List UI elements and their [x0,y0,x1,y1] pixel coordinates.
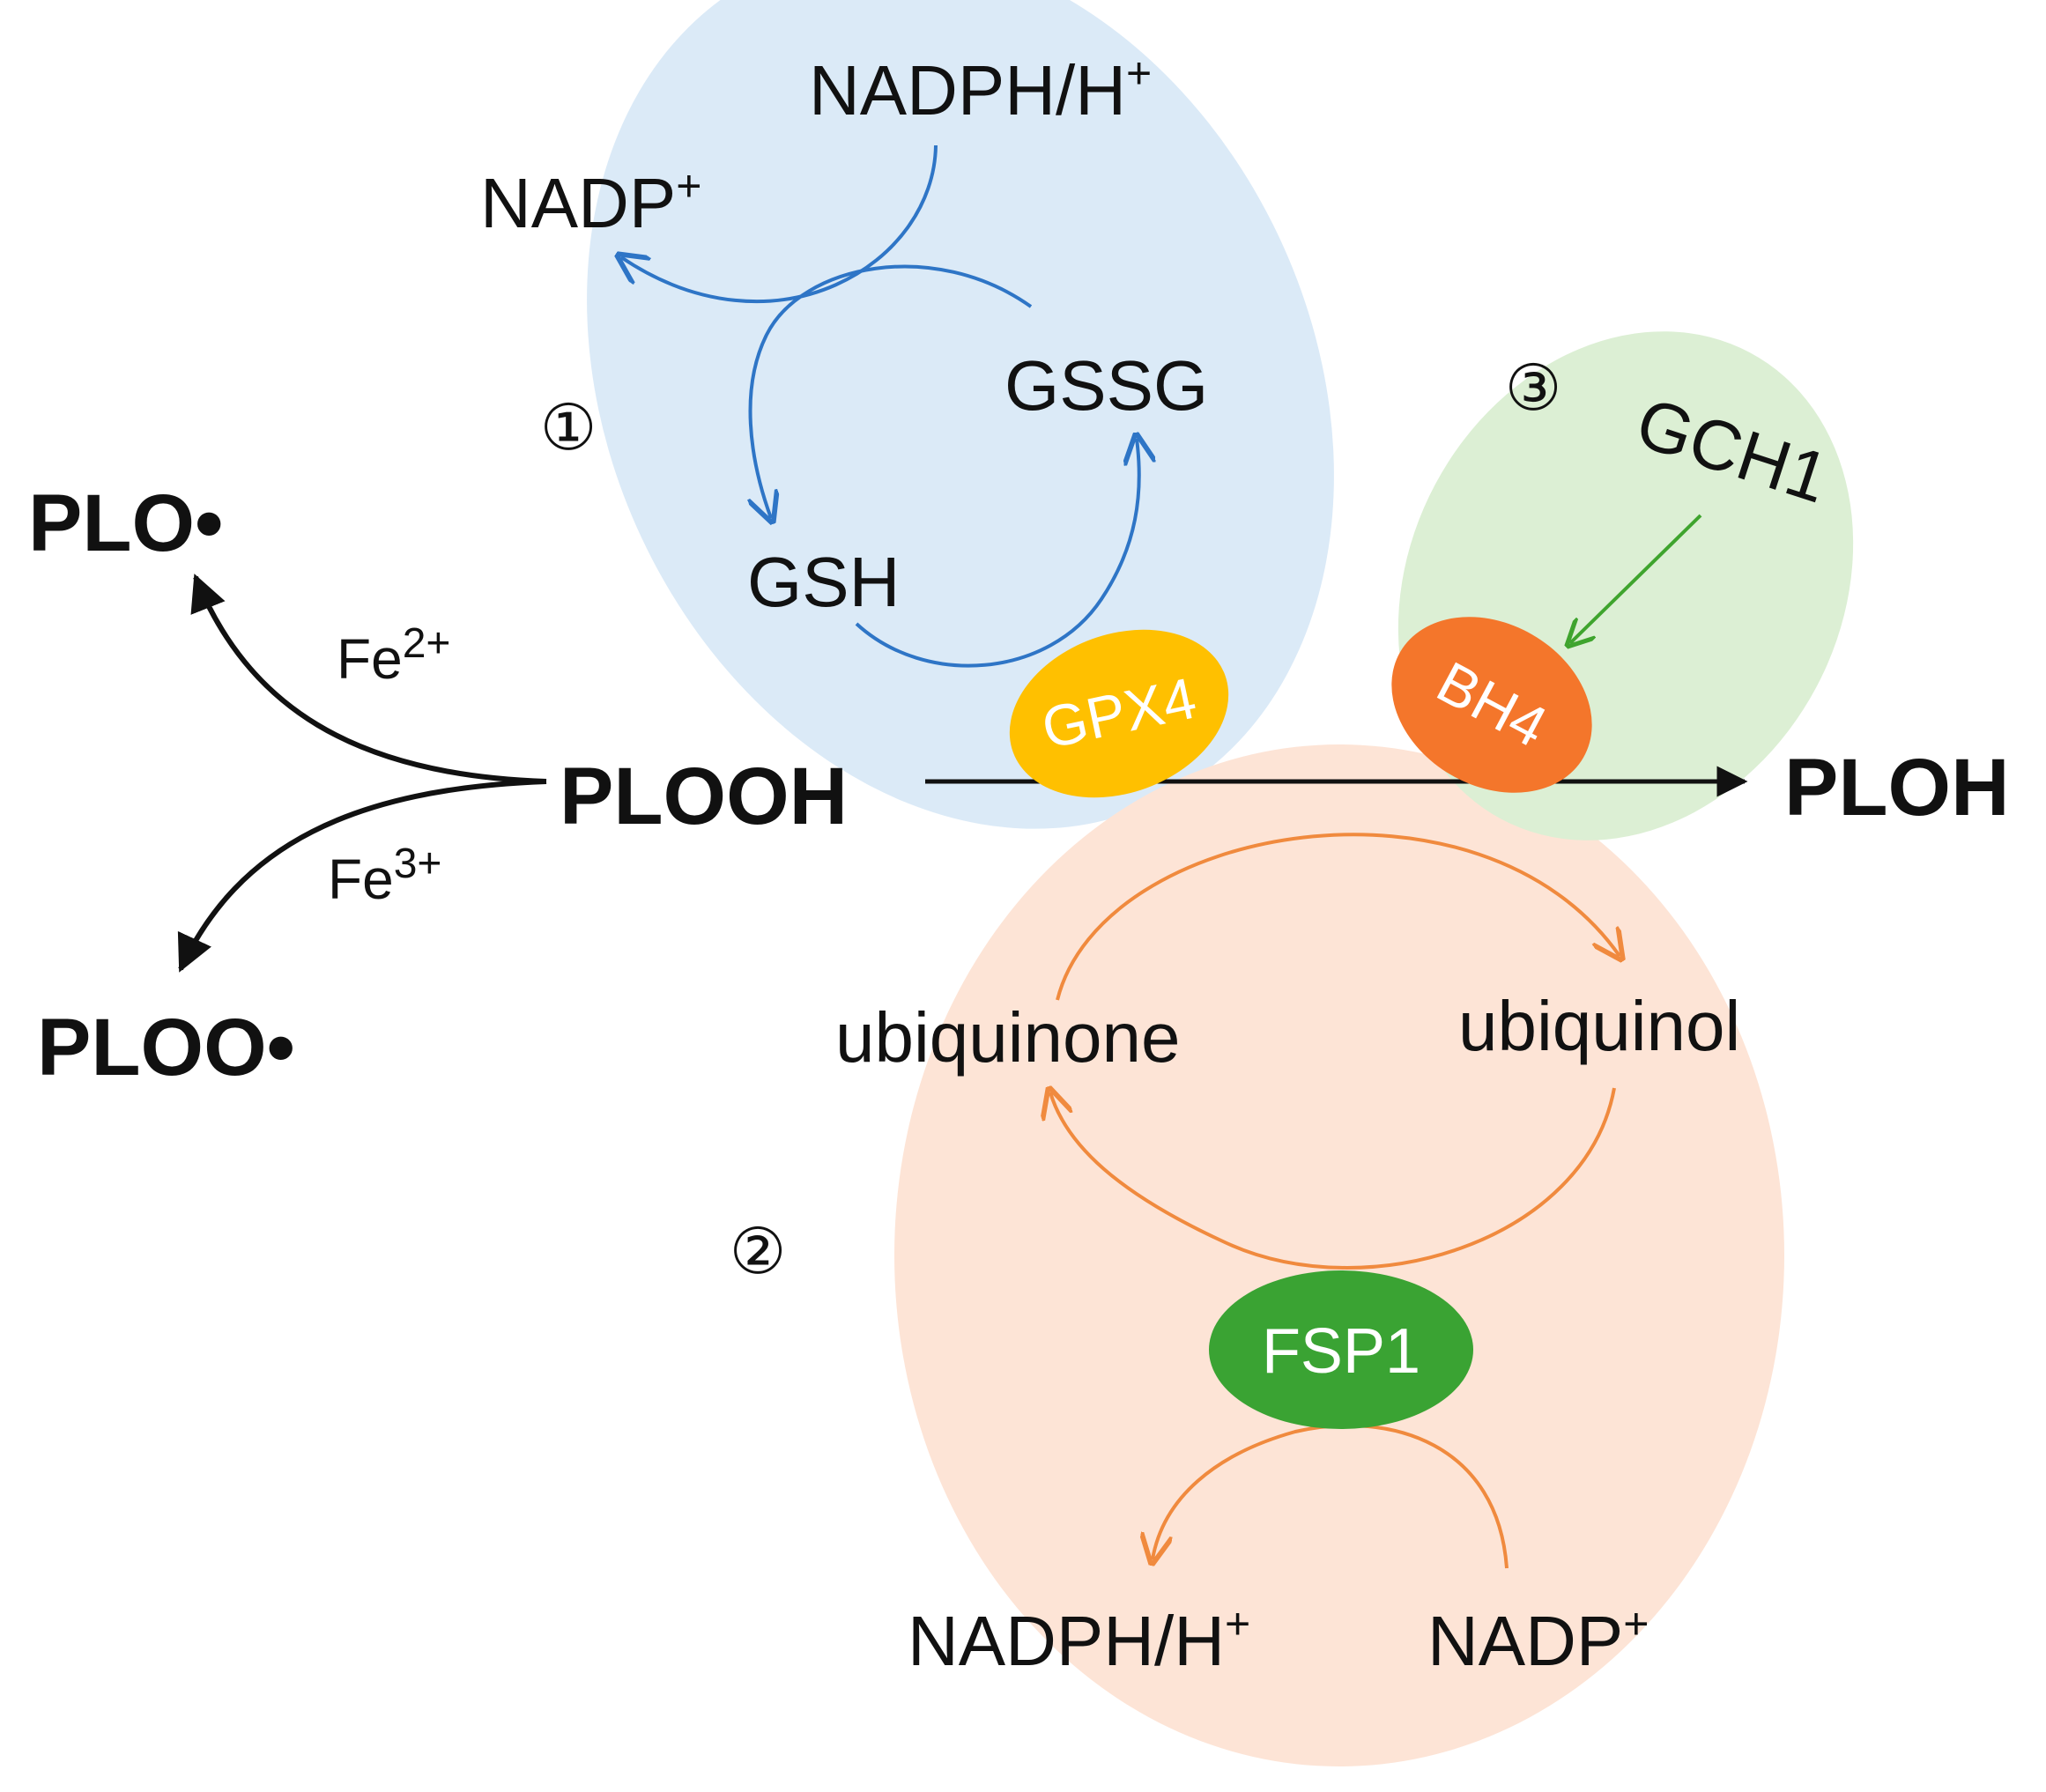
gsh-cycle-region [587,0,1334,829]
fe2-label: Fe2+ [337,620,450,691]
ubiquinone-to-ubiquinol-arrow [1056,833,1620,1001]
ubiquinone-label: ubiquinone [835,998,1180,1077]
gssg-label: GSSG [1004,346,1208,425]
fe3-branch-arrow [177,779,547,973]
fsp1-enzyme [1209,1270,1473,1429]
pathway2-nadp-label: NADP+ [1427,1599,1649,1680]
gsh-label: GSH [747,543,900,621]
bh4-cofactor [1391,617,1592,793]
pathway-number-1: ① [540,390,597,464]
ubiquinol-label: ubiquinol [1458,987,1740,1065]
fsp1-nadp-to-nadph-arrow [1153,1424,1509,1568]
gssg-to-gsh-arrow [750,264,1033,518]
plo-radical-label: PLO• [28,478,223,568]
gsh-to-gssg-arrow [855,439,1139,668]
fe2-branch-arrow [190,574,547,784]
fe3-label: Fe3+ [328,840,441,911]
plooh-label: PLOOH [560,752,848,841]
fsp1-cycle-region [894,744,1784,1766]
gpx4-enzyme [1009,629,1229,798]
ubiquinol-to-ubiquinone-arrow [1050,1088,1616,1270]
pathway1-nadph-label: NADPH/H+ [809,48,1152,130]
fsp1-label: FSP1 [1262,1316,1420,1387]
gch1-to-bh4-arrow [1570,514,1702,643]
nadph-to-nadp-arrow [621,144,938,304]
pathway-number-3: ③ [1505,351,1562,425]
ploo-radical-label: PLOO• [37,1003,295,1092]
pathway2-nadph-label: NADPH/H+ [908,1599,1250,1680]
pathway1-nadp-label: NADP+ [480,161,701,242]
ploh-label: PLOH [1784,743,2010,833]
pathway-number-2: ② [730,1214,787,1288]
